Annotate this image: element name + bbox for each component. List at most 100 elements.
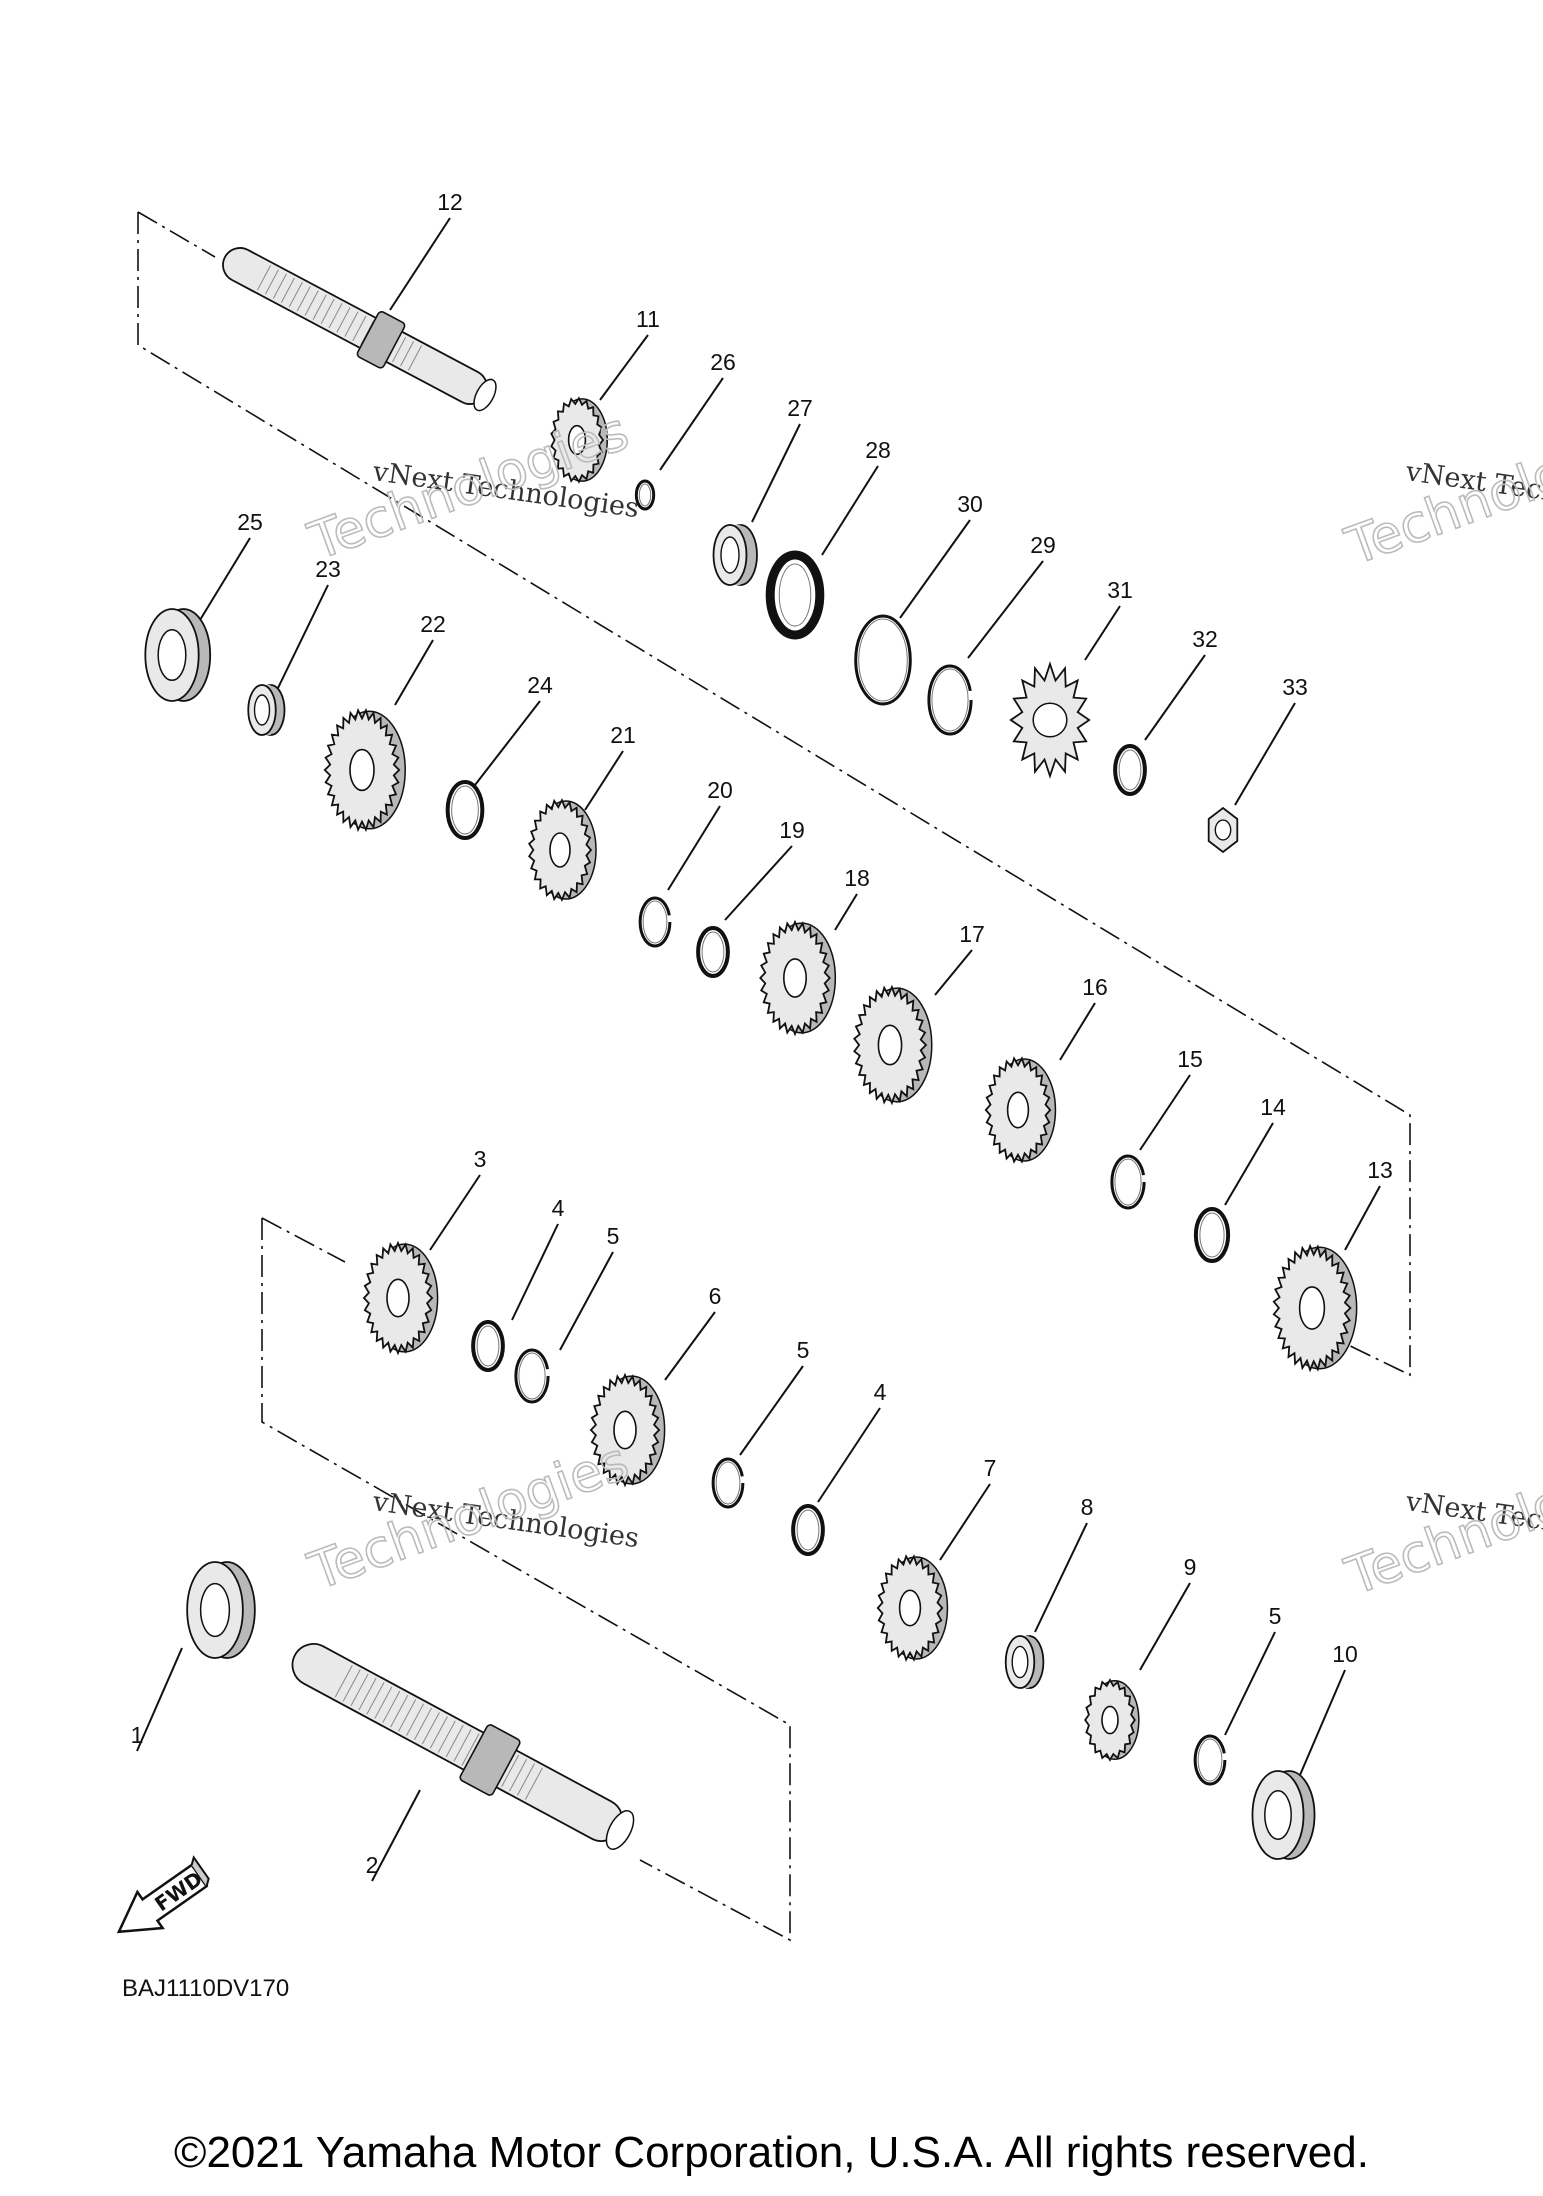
leader-line (1224, 1122, 1274, 1206)
callout-label: 4 (874, 1379, 887, 1405)
callout-label: 16 (1082, 974, 1108, 1000)
leader-line (1059, 1002, 1096, 1061)
part-gear (323, 707, 406, 833)
leader-line (821, 465, 879, 556)
leader-line (899, 519, 971, 619)
leader-line (599, 334, 649, 401)
callout-label: 19 (779, 817, 805, 843)
leader-line (967, 560, 1044, 659)
leader-line (1344, 1185, 1381, 1251)
callout-label: 10 (1332, 1641, 1358, 1667)
part-collar (712, 524, 758, 586)
part-circlip (927, 664, 973, 736)
part-shaft (291, 1643, 635, 1850)
leader-line (934, 949, 973, 996)
leader-line (1034, 1522, 1088, 1633)
callout-label: 21 (610, 722, 636, 748)
copyright-notice: ©2021 Yamaha Motor Corporation, U.S.A. A… (174, 2128, 1369, 2177)
leader-line (1144, 654, 1206, 741)
part-circlip (514, 1348, 550, 1404)
part-ring (854, 614, 912, 706)
part-gear (1084, 1678, 1140, 1762)
leader-line (371, 1789, 421, 1882)
callout-label: 18 (844, 865, 870, 891)
leader-line (474, 700, 541, 786)
part-collar (1004, 1635, 1045, 1689)
leader-line (1139, 1582, 1191, 1671)
leader-line (389, 217, 451, 311)
leader-line (817, 1407, 881, 1503)
callout-label: 23 (315, 556, 341, 582)
callout-label: 13 (1367, 1157, 1393, 1183)
part-shaft (222, 247, 497, 412)
callout-label: 11 (636, 306, 660, 332)
parts-layer (144, 247, 1358, 1860)
part-gear (589, 1372, 666, 1488)
part-circlip (1193, 1734, 1227, 1786)
assembly-frames (137, 211, 1411, 1942)
diagram-code: BAJ1110DV170 (122, 1975, 289, 2002)
part-gear (984, 1056, 1057, 1164)
part-gear (759, 919, 837, 1037)
part-gear (362, 1240, 439, 1356)
part-sprocket (1009, 661, 1091, 779)
leader-line (559, 1251, 614, 1351)
part-collar (247, 684, 286, 736)
part-bearing (1251, 1770, 1316, 1860)
callout-label: 9 (1184, 1554, 1197, 1580)
callout-label: 31 (1107, 577, 1133, 603)
leader-line (1084, 605, 1121, 661)
part-nut (1207, 806, 1239, 854)
part-ring (634, 479, 656, 511)
part-gear (550, 396, 608, 484)
leader-line (667, 805, 721, 891)
fwd-arrow-icon: FWD (116, 1855, 210, 1934)
part-washer (445, 780, 485, 840)
callout-label: 4 (552, 1195, 565, 1221)
callout-label: 5 (797, 1337, 810, 1363)
leader-line (511, 1223, 559, 1321)
callout-label: 17 (959, 921, 985, 947)
leader-line (834, 893, 858, 931)
part-gear (1272, 1243, 1358, 1373)
assembly-frame-line (261, 1217, 346, 1263)
watermark-text: Technologies (1338, 407, 1543, 578)
leader-line (136, 1647, 183, 1752)
callout-label: 6 (709, 1283, 722, 1309)
part-bearing (186, 1561, 256, 1659)
leader-line (1234, 702, 1296, 806)
part-bearing (144, 608, 212, 702)
callout-label: 8 (1081, 1494, 1094, 1520)
part-circlip (711, 1457, 745, 1509)
leader-line (739, 1365, 804, 1456)
leader-line (724, 845, 793, 921)
part-gear (853, 984, 933, 1106)
callout-label: 15 (1177, 1046, 1203, 1072)
callout-label: 3 (474, 1146, 487, 1172)
leader-line (659, 377, 724, 471)
callout-label: 1 (131, 1722, 144, 1748)
part-gear (528, 797, 597, 903)
watermark-text: Technologies (1338, 1437, 1543, 1608)
assembly-frame-line (261, 1218, 791, 1942)
callout-label: 27 (787, 395, 813, 421)
assembly-frame-line (137, 211, 216, 258)
part-washer (696, 926, 730, 978)
callout-label: 12 (437, 189, 463, 215)
part-circlip (638, 896, 672, 948)
callouts-layer: 1234565478951011121314151617181920212223… (131, 189, 1393, 1882)
leader-line (394, 639, 434, 706)
callout-label: 30 (957, 491, 983, 517)
part-washer (471, 1320, 505, 1372)
part-circlip (1110, 1154, 1146, 1210)
part-washer (1193, 1207, 1231, 1263)
callout-label: 20 (707, 777, 733, 803)
part-washer (1113, 744, 1147, 796)
callout-label: 32 (1192, 626, 1218, 652)
leader-line (664, 1311, 716, 1381)
leader-line (1139, 1074, 1191, 1151)
part-washer (791, 1504, 825, 1556)
leader-line (429, 1174, 481, 1251)
callout-label: 26 (710, 349, 736, 375)
